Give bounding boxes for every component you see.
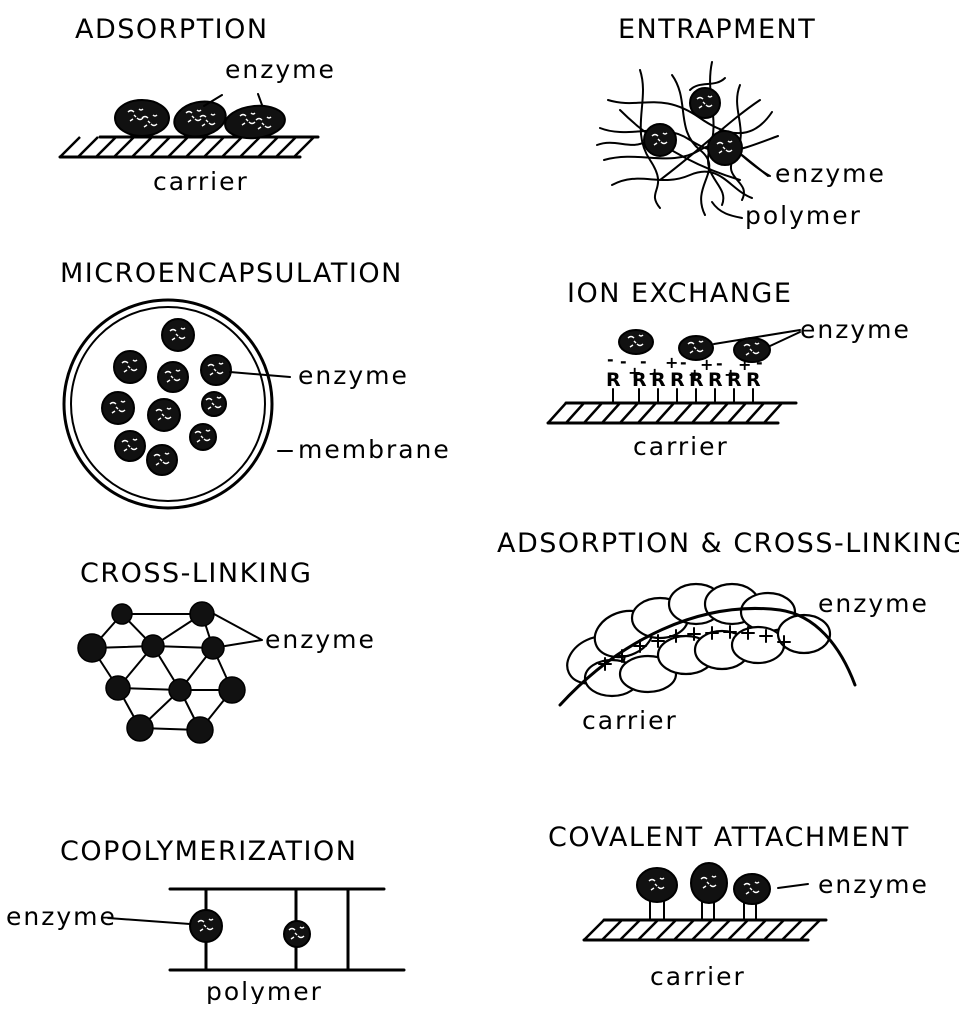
entrapment-polymer-leader xyxy=(712,202,742,218)
covalent-carrier-label: carrier xyxy=(650,962,746,991)
copolymerization-enzyme-leader xyxy=(108,918,190,924)
svg-text:R: R xyxy=(689,369,704,391)
copolymerization-polymer-label: polymer xyxy=(206,977,323,1004)
covalent-carrier-hatching xyxy=(584,920,820,940)
panel-cross-linking: CROSS-LINKING enzyme xyxy=(78,558,376,743)
svg-text:R: R xyxy=(670,369,685,391)
svg-text:R: R xyxy=(746,369,761,391)
cross-linked-enzymes xyxy=(78,602,245,743)
membrane-label: membrane xyxy=(298,435,451,464)
copolymerized-enzymes xyxy=(190,910,310,947)
entrapment-polymer-label: polymer xyxy=(745,201,862,230)
svg-text:R: R xyxy=(606,369,621,391)
microencapsulation-enzyme-label: enzyme xyxy=(298,361,409,390)
microencapsulation-title: MICROENCAPSULATION xyxy=(60,258,403,289)
ion-exchange-stems xyxy=(613,389,753,403)
adsorption-title: ADSORPTION xyxy=(75,14,269,45)
panel-covalent-attachment: COVALENT ATTACHMENT enzyme carrier xyxy=(548,822,929,991)
carrier-hatching xyxy=(60,137,314,157)
adsorption-enzyme-label: enzyme xyxy=(225,55,336,84)
adsorption-carrier-label: carrier xyxy=(153,167,249,196)
encapsulated-enzymes xyxy=(102,319,231,475)
panel-ion-exchange: ION EXCHANGE enzyme - - - + - + - + - + … xyxy=(548,278,911,461)
cross-link-bonds xyxy=(92,614,232,730)
entrapment-title: ENTRAPMENT xyxy=(618,14,816,45)
cross-linking-enzyme-label: enzyme xyxy=(265,625,376,654)
panel-adsorption-cross-linking: ADSORPTION & CROSS-LINKING enzyme carrie… xyxy=(497,528,959,735)
adsorption-cross-linking-carrier-label: carrier xyxy=(582,706,678,735)
panel-copolymerization: COPOLYMERIZATION enzyme polymer xyxy=(6,836,404,1004)
ion-exchange-carrier-hatching xyxy=(548,403,782,423)
covalent-enzyme-label: enzyme xyxy=(818,870,929,899)
ion-exchange-title: ION EXCHANGE xyxy=(567,278,792,309)
covalent-enzyme-leader xyxy=(778,884,808,888)
panel-entrapment: ENTRAPMENT enzyme polymer xyxy=(597,14,886,230)
adsorption-cross-linking-enzyme-label: enzyme xyxy=(818,589,929,618)
panel-microencapsulation: MICROENCAPSULATION enzyme membrane xyxy=(60,258,451,508)
ion-exchange-carrier-label: carrier xyxy=(633,432,729,461)
svg-text:R: R xyxy=(708,369,723,391)
svg-text:R: R xyxy=(727,369,742,391)
covalent-attachment-title: COVALENT ATTACHMENT xyxy=(548,822,910,853)
svg-text:-: - xyxy=(620,352,627,371)
copolymerization-enzyme-label: enzyme xyxy=(6,902,117,931)
svg-text:R: R xyxy=(632,369,647,391)
adsorption-cross-linking-title: ADSORPTION & CROSS-LINKING xyxy=(497,528,959,559)
panel-adsorption: ADSORPTION enzyme carrier xyxy=(60,14,336,196)
entrapment-enzyme-leader xyxy=(742,155,768,176)
entrapment-enzyme-label: enzyme xyxy=(775,159,886,188)
polymer-network xyxy=(597,62,778,215)
svg-text:R: R xyxy=(651,369,666,391)
ion-exchange-enzyme-label: enzyme xyxy=(800,315,911,344)
cross-linking-title: CROSS-LINKING xyxy=(80,558,312,589)
covalently-attached-enzymes xyxy=(637,863,770,904)
svg-text:-: - xyxy=(607,350,614,369)
copolymerization-title: COPOLYMERIZATION xyxy=(60,836,357,867)
